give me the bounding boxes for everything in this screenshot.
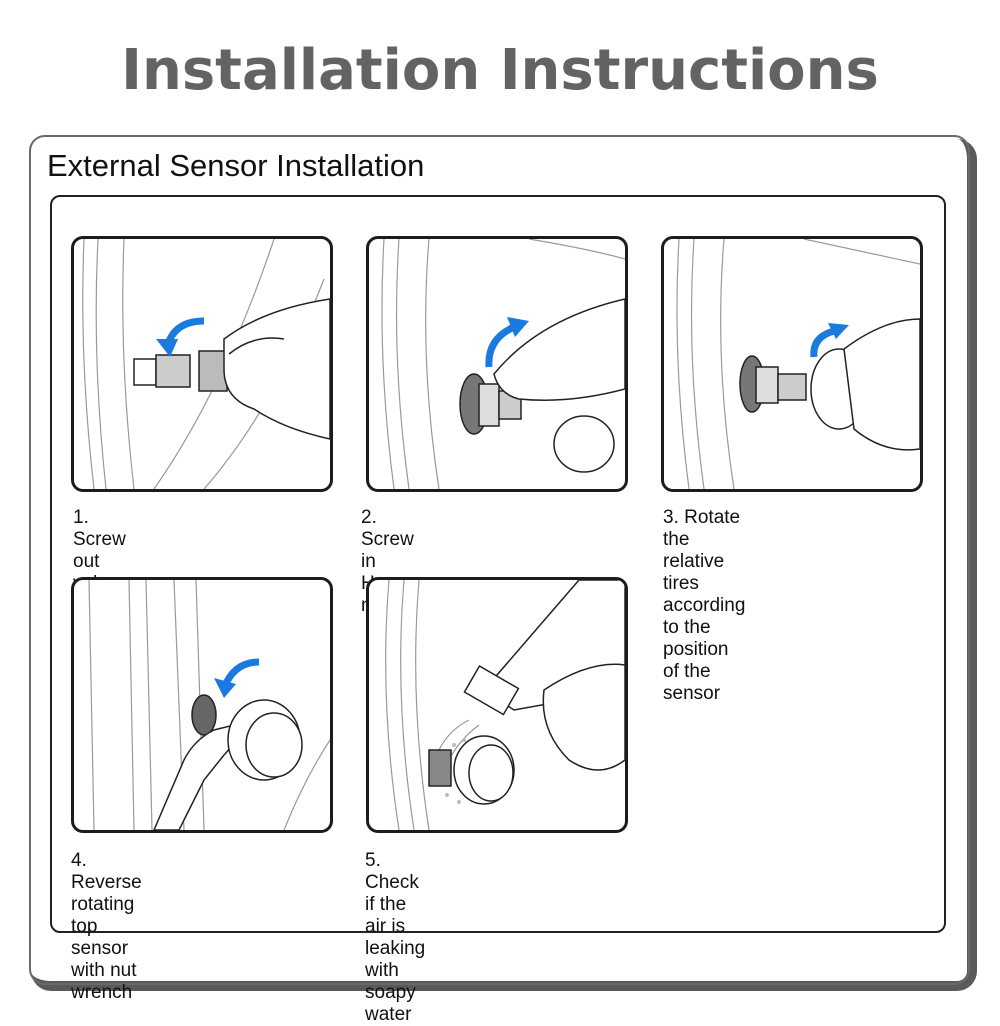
- step-4-illustration: [71, 577, 333, 833]
- step-3-caption: 3. Rotate the relative tires according t…: [663, 507, 746, 704]
- wrench-tightening-illustration: [88, 580, 330, 830]
- step-2-illustration: [366, 236, 628, 492]
- section-title: External Sensor Installation: [47, 148, 425, 183]
- clockwise-arrow-icon: [810, 323, 849, 358]
- step-4-caption: 4. Reverse rotating top sensor with nut …: [71, 850, 142, 1003]
- valve-cap-removal-illustration: [82, 239, 330, 489]
- outer-panel: [29, 135, 970, 985]
- step-5-caption: 5. Check if the air is leaking with soap…: [365, 850, 426, 1025]
- step-5-illustration: [366, 577, 628, 833]
- clockwise-arrow-icon: [485, 317, 529, 368]
- step-3-illustration: [661, 236, 923, 492]
- sensor-rotation-illustration: [676, 239, 920, 489]
- page-title: Installation Instructions: [121, 38, 879, 103]
- steps-container: [50, 195, 946, 933]
- counterclockwise-arrow-icon: [156, 317, 205, 357]
- outer-panel-shadow: [31, 139, 977, 991]
- hex-nut-installation-illustration: [381, 239, 625, 489]
- step-1-illustration: [71, 236, 333, 492]
- soapy-water-leak-check-illustration: [385, 580, 625, 830]
- counterclockwise-arrow-icon: [214, 658, 260, 698]
